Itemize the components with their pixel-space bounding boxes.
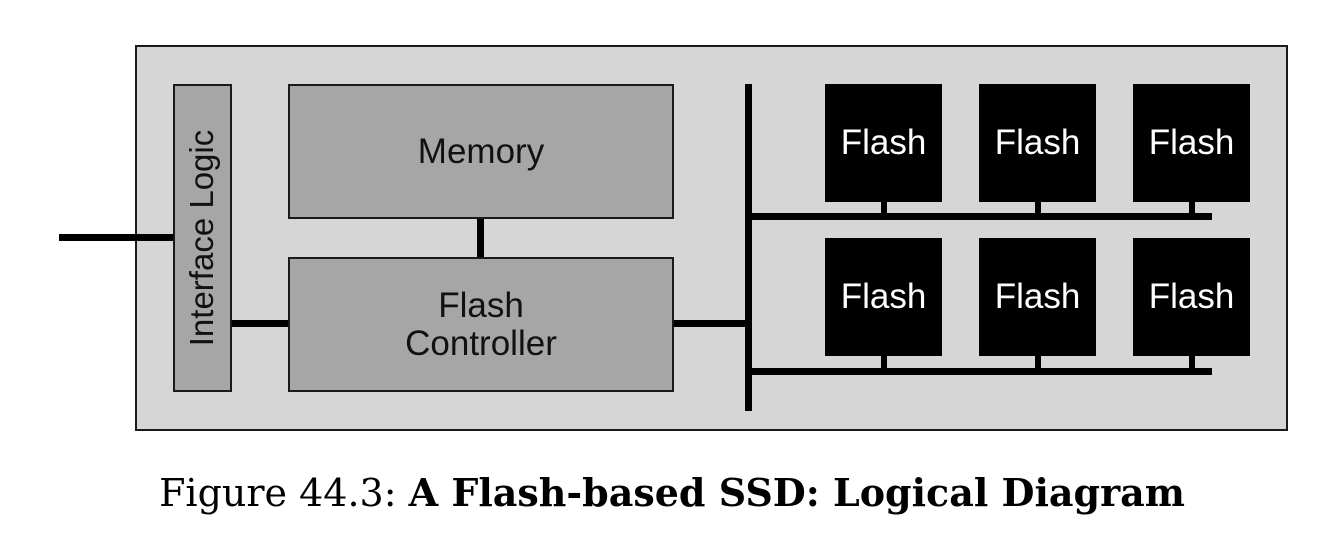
memory-block: Memory bbox=[288, 84, 674, 219]
flash-connector bbox=[1189, 354, 1195, 370]
controller-label-line1: Flash bbox=[438, 285, 524, 325]
flash-connector bbox=[1035, 354, 1041, 370]
flash-chip-label: Flash bbox=[994, 123, 1081, 162]
flash-chip: Flash bbox=[1133, 84, 1250, 202]
flash-chip: Flash bbox=[979, 84, 1096, 202]
flash-connector bbox=[1035, 200, 1041, 216]
flash-chip-label: Flash bbox=[994, 277, 1081, 316]
interface-controller-line bbox=[232, 320, 290, 327]
flash-connector bbox=[881, 200, 887, 216]
channel-bus-top bbox=[745, 213, 1212, 220]
controller-label-line2: Controller bbox=[405, 323, 557, 363]
flash-connector bbox=[1189, 200, 1195, 216]
caption-prefix: Figure 44.3: bbox=[159, 471, 397, 515]
flash-chip-label: Flash bbox=[840, 277, 927, 316]
flash-controller-block: Flash Controller bbox=[288, 257, 674, 392]
figure-caption: Figure 44.3: A Flash-based SSD: Logical … bbox=[0, 470, 1344, 515]
main-bus-vertical bbox=[745, 84, 752, 411]
controller-bus-line bbox=[674, 320, 752, 327]
host-connection-line bbox=[59, 234, 175, 241]
interface-logic-block: Interface Logic bbox=[173, 84, 232, 392]
flash-chip: Flash bbox=[825, 84, 942, 202]
flash-chip: Flash bbox=[1133, 238, 1250, 356]
flash-connector bbox=[881, 354, 887, 370]
interface-logic-label: Interface Logic bbox=[183, 129, 221, 347]
memory-label: Memory bbox=[417, 131, 545, 171]
memory-controller-line bbox=[477, 219, 484, 258]
flash-chip-label: Flash bbox=[840, 123, 927, 162]
flash-chip: Flash bbox=[979, 238, 1096, 356]
flash-chip: Flash bbox=[825, 238, 942, 356]
flash-chip-label: Flash bbox=[1148, 277, 1235, 316]
channel-bus-bottom bbox=[745, 368, 1212, 375]
caption-title: A Flash-based SSD: Logical Diagram bbox=[408, 470, 1185, 515]
flash-chip-label: Flash bbox=[1148, 123, 1235, 162]
